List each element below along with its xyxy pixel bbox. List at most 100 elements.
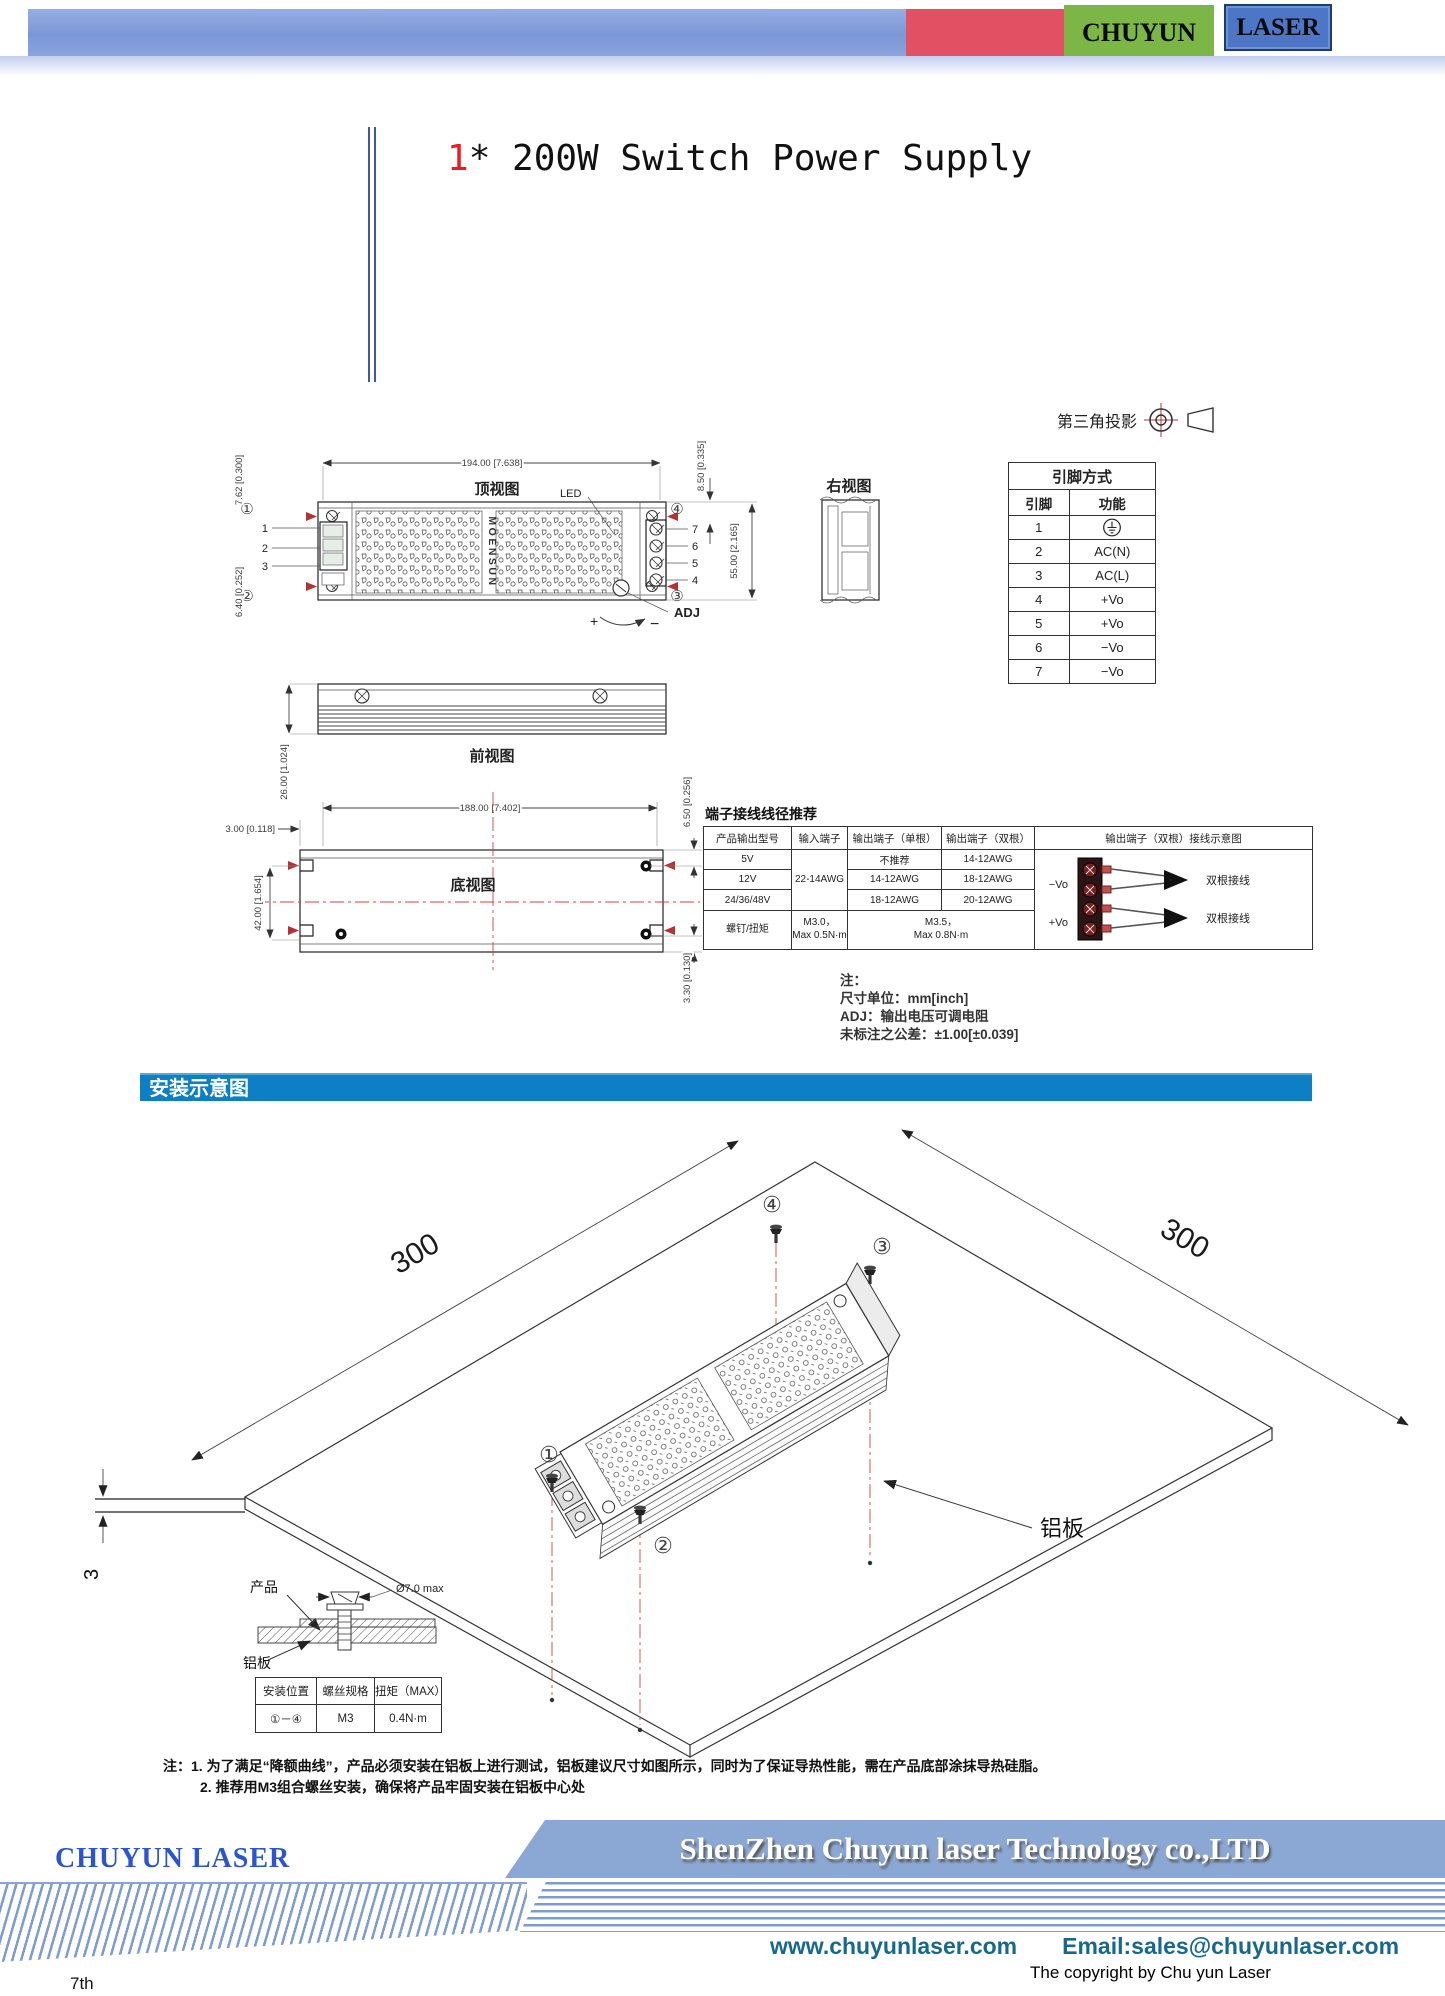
front-view-drawing: 26.00 [1.024] 前视图	[277, 683, 667, 802]
pin-label: 7	[692, 524, 698, 536]
cell: 14-12AWG	[847, 869, 942, 891]
install-note-1: 注：1. 为了满足“降额曲线”，产品必须安装在铝板上进行测试，铝板建议尺寸如图所…	[163, 1758, 1047, 1774]
pin-col-header: 引脚	[1008, 489, 1070, 516]
pin-label: 5	[692, 558, 698, 570]
col-header: 扭矩（MAX）	[374, 1677, 446, 1705]
pin-label: 2	[262, 543, 268, 555]
page-title-number: 1	[447, 138, 469, 179]
table-row: 安装位置 螺丝规格 扭矩（MAX）	[255, 1677, 446, 1705]
adj-plus: +	[590, 613, 598, 629]
dual-wire-diagram: −Vo +Vo	[1048, 857, 1250, 941]
cell: M3.0，Max 0.5N·m	[791, 909, 848, 951]
terminal-wire-table: 产品输出型号 输入端子 输出端子（单根） 输出端子（双根） 输出端子（双根）接线…	[703, 826, 1313, 951]
footer-stripes-right	[520, 1882, 1445, 1932]
top-dim-b: 6.40 [0.252]	[234, 567, 245, 617]
table-row: 产品输出型号 输入端子 输出端子（单根） 输出端子（双根） 输出端子（双根）接线…	[703, 826, 1313, 850]
col-header: 产品输出型号	[703, 826, 792, 850]
top-dim-width: 194.00 [7.638]	[462, 458, 523, 469]
page-title: 1* 200W Switch Power Supply	[447, 138, 1032, 179]
pin-cell: 1	[1008, 515, 1070, 540]
pin-label: 1	[262, 523, 268, 535]
plate-dim-right: 300	[1155, 1212, 1215, 1266]
front-screws-icon	[354, 688, 608, 704]
install-mark-4: ④	[762, 1192, 782, 1217]
cell-line: Max 0.5N·m	[792, 929, 847, 941]
footer-company-name: ShenZhen Chuyun laser Technology co.,LTD	[679, 1831, 1271, 1866]
terminal-screws-icon	[1082, 862, 1097, 937]
install-section-banner: 安装示意图	[140, 1073, 1312, 1101]
func-cell: AC(L)	[1068, 563, 1157, 588]
col-header: 螺丝规格	[316, 1677, 375, 1705]
func-cell: +Vo	[1068, 611, 1157, 636]
input-connector	[319, 521, 348, 571]
pin-label: 3	[262, 561, 268, 573]
brand-chuyun-label: CHUYUN	[1081, 17, 1197, 47]
col-header: 输入端子	[791, 826, 848, 850]
table-row: 螺钉/扭矩 M3.0，Max 0.5N·m M3.5，Max 0.8N·m	[703, 909, 1313, 951]
table-row: 4+Vo	[1008, 587, 1157, 612]
power-supply-isometric	[534, 1261, 901, 1560]
corner-screws-icon	[326, 510, 661, 592]
footer-website-link[interactable]: www.chuyunlaser.com	[770, 1933, 1018, 1959]
install-notes: 注：1. 为了满足“降额曲线”，产品必须安装在铝板上进行测试，铝板建议尺寸如图所…	[163, 1756, 1298, 1798]
table-row: 7−Vo	[1008, 659, 1157, 684]
cell: 24/36/48V	[703, 889, 792, 911]
func-cell: +Vo	[1068, 587, 1157, 612]
top-dim-c: 8.50 [0.335]	[696, 441, 707, 491]
perforation-panel-right	[495, 510, 623, 594]
pin-label: 4	[692, 575, 698, 587]
top-dim-a: 7.62 [0.300]	[234, 455, 245, 505]
install-mark-1: ①	[539, 1442, 559, 1467]
pos-vo-label: +Vo	[1048, 917, 1067, 929]
plate-label: 铝板	[1040, 1516, 1084, 1541]
fixing-arrows-icon	[306, 512, 678, 591]
cell-line: M3.5，	[924, 917, 958, 929]
front-view-label: 前视图	[469, 747, 514, 765]
cell: 不推荐	[847, 848, 942, 871]
func-col-header: 功能	[1068, 489, 1157, 516]
earth-ground-icon	[1103, 518, 1122, 537]
cell: 12V	[703, 869, 792, 891]
bottom-dim-w: 188.00 [7.402]	[460, 803, 521, 814]
footer-company-banner: ShenZhen Chuyun laser Technology co.,LTD	[505, 1820, 1445, 1878]
footer-copyright: The copyright by Chu yun Laser	[1030, 1963, 1271, 1982]
table-row: 1	[1008, 515, 1157, 540]
cell: M3	[316, 1704, 375, 1733]
terminal-table-title: 端子接线线径推荐	[705, 806, 817, 822]
right-view-label: 右视图	[826, 477, 871, 495]
cell: 20-12AWG	[941, 889, 1035, 911]
cell: 18-12AWG	[941, 869, 1035, 891]
header-brand-chuyun: CHUYUN	[1064, 5, 1214, 60]
pin-cell: 2	[1008, 539, 1070, 564]
table-row: 24/36/48V 18-12AWG 20-12AWG	[703, 889, 1313, 911]
detail-product-label: 产品	[250, 1579, 278, 1595]
mount-screws	[546, 1224, 876, 1524]
cell: ①－④	[255, 1704, 317, 1733]
table-row: 12V 14-12AWG 18-12AWG	[703, 869, 1313, 891]
projection-label: 第三角投影	[1057, 414, 1138, 431]
mark-4: ④	[670, 501, 683, 518]
bottom-dim-off: 3.00 [0.118]	[226, 824, 275, 835]
footer-email-link[interactable]: Email:sales@chuyunlaser.com	[1062, 1933, 1400, 1959]
led-label: LED	[560, 488, 581, 500]
cell: 22-14AWG	[791, 849, 848, 911]
header-brand-laser: LASER	[1224, 4, 1332, 51]
front-dim-h: 26.00 [1.024]	[279, 744, 290, 799]
table-row: ①－④ M3 0.4N·m	[255, 1704, 442, 1733]
bottom-view-drawing: 188.00 [7.402] 3.00 [0.118] 底视图 42.00 [1…	[224, 775, 702, 1005]
adj-minus: −	[650, 616, 659, 633]
func-cell: AC(N)	[1068, 539, 1157, 564]
terminal-tabs-icon	[1101, 865, 1111, 933]
top-view-drawing: 194.00 [7.638] 顶视图 LED MOENSUN 1	[232, 439, 757, 633]
pin-table-title: 引脚方式	[1008, 462, 1156, 490]
plate-dim-left: 300	[385, 1227, 445, 1281]
install-mark-2: ②	[653, 1533, 673, 1558]
note-title: 注：	[840, 973, 867, 988]
cell-line: M3.0，	[803, 917, 836, 929]
title-divider-line	[368, 127, 376, 382]
detail-plate-label: 铝板	[243, 1655, 271, 1671]
footer-brand: CHUYUN LASER	[55, 1843, 291, 1874]
mount-spec-table: 安装位置 螺丝规格 扭矩（MAX） ①－④ M3 0.4N·m	[255, 1677, 446, 1733]
func-cell: −Vo	[1068, 659, 1157, 684]
